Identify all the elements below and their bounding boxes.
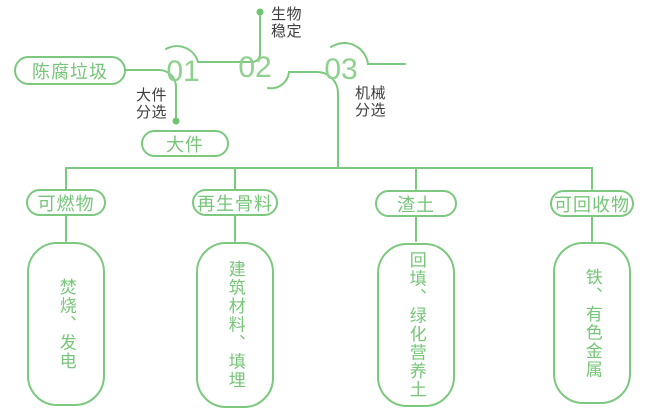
- node-result-recyclable: 铁、有色金属: [553, 242, 631, 404]
- node-result-recycled-aggregate: 建筑材料、填埋: [196, 242, 274, 408]
- step-number-2: 02: [238, 51, 272, 84]
- line-step3-tail: [330, 42, 406, 65]
- line-step1-to-step2: [165, 15, 261, 63]
- step-number-3: 03: [324, 53, 358, 86]
- node-source: 陈腐垃圾: [14, 56, 126, 85]
- node-result-combustible: 焚烧、发电: [27, 242, 105, 406]
- step-label-bulky-sorting: 大件 分选: [136, 87, 168, 121]
- connector-dot-dajian: [172, 117, 180, 125]
- node-result-slag-soil: 回填、绿化营养土: [377, 243, 455, 407]
- line-step2-to-step3: [267, 71, 339, 169]
- step-label-bio-stabilization: 生物 稳定: [271, 6, 303, 40]
- result-text: 铁、有色金属: [582, 267, 602, 379]
- step-number-1: 01: [166, 55, 200, 88]
- distribution-bar: [65, 167, 593, 190]
- node-category-recycled-aggregate: 再生骨料: [192, 189, 278, 216]
- result-text: 建筑材料、填埋: [225, 260, 245, 390]
- step-label-mechanical-sorting: 机械 分选: [355, 85, 387, 119]
- node-category-slag-soil: 渣土: [375, 190, 457, 217]
- result-text: 回填、绿化营养土: [406, 251, 426, 399]
- node-bulky-output: 大件: [141, 130, 229, 157]
- line-source-to-step1: [125, 69, 177, 118]
- connector-dot-biostab: [256, 8, 264, 16]
- node-category-recyclable: 可回收物: [550, 190, 634, 217]
- node-category-combustible: 可燃物: [26, 189, 106, 216]
- result-text: 焚烧、发电: [56, 277, 76, 371]
